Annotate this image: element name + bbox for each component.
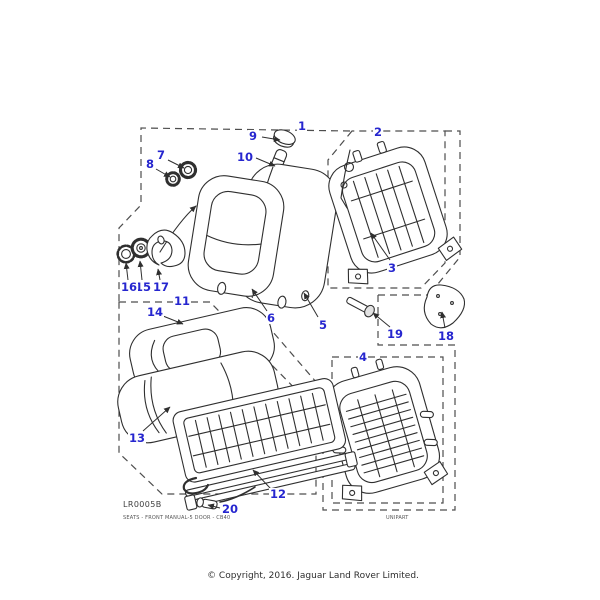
group-box-2-outer — [432, 130, 461, 291]
leader-line-10 — [255, 157, 276, 167]
part-callout-2[interactable]: 2 — [372, 124, 384, 139]
part-callout-16[interactable]: 16 — [119, 279, 139, 294]
leader-line-8 — [155, 168, 171, 178]
recliner-mechanism-drawing — [340, 149, 355, 209]
part-callout-15[interactable]: 15 — [133, 279, 153, 294]
leader-line-19 — [372, 312, 391, 328]
leader-line-7 — [167, 159, 185, 169]
part-callout-11[interactable]: 11 — [172, 293, 192, 308]
part-callout-17[interactable]: 17 — [151, 279, 171, 294]
squab-pad-drawing — [187, 175, 285, 297]
part-callout-5[interactable]: 5 — [317, 317, 329, 332]
part-callout-7[interactable]: 7 — [155, 147, 167, 162]
pivot-bolt-drawing — [346, 296, 375, 318]
part-callout-18[interactable]: 18 — [436, 328, 456, 343]
adjuster-gear-8-drawing — [165, 171, 181, 187]
seat-back-frame-drawing — [328, 140, 463, 285]
part-callout-14[interactable]: 14 — [145, 304, 165, 319]
part-callout-20[interactable]: 20 — [220, 501, 240, 516]
drawing-caption: SEATS - FRONT MANUAL-5 DOOR - CB40 — [123, 515, 231, 521]
leader-line-14 — [162, 315, 184, 325]
copyright-text: © Copyright, 2016. Jaguar Land Rover Lim… — [207, 571, 419, 581]
motion-arrow — [159, 205, 197, 253]
vendor-mark: UNIPART — [386, 515, 409, 521]
leader-line-17 — [156, 268, 163, 281]
leader-line-18 — [440, 311, 447, 329]
handle-17-drawing — [146, 229, 186, 268]
part-callout-19[interactable]: 19 — [385, 326, 405, 341]
release-loop-drawing — [182, 476, 210, 495]
part-callout-1[interactable]: 1 — [296, 118, 308, 133]
leader-line-3 — [370, 232, 391, 261]
leader-lines — [123, 136, 447, 510]
leader-line-16 — [123, 262, 130, 281]
part-callout-10[interactable]: 10 — [235, 149, 255, 164]
part-callout-4[interactable]: 4 — [357, 349, 369, 364]
part-callout-3[interactable]: 3 — [386, 260, 398, 275]
group-box-11 — [118, 301, 317, 495]
drawing-code: LR0005B — [123, 500, 162, 509]
part-callout-13[interactable]: 13 — [127, 430, 147, 445]
leader-line-15 — [137, 260, 144, 281]
adjuster-gear-7-drawing — [178, 160, 198, 180]
leader-line-20 — [207, 503, 221, 510]
group-box-4 — [331, 356, 444, 504]
seat-slide-drawing — [172, 378, 358, 511]
leader-line-13 — [142, 406, 171, 432]
part-drawings — [116, 129, 466, 511]
part-callout-12[interactable]: 12 — [268, 486, 288, 501]
leader-line-9 — [261, 136, 281, 142]
part-callout-8[interactable]: 8 — [144, 156, 156, 171]
side-panel-drawing — [423, 284, 466, 329]
leader-line-6 — [251, 288, 268, 312]
part-callout-6[interactable]: 6 — [265, 310, 277, 325]
part-callout-9[interactable]: 9 — [247, 128, 259, 143]
leader-line-5 — [303, 292, 319, 318]
leader-line-12 — [252, 469, 272, 490]
